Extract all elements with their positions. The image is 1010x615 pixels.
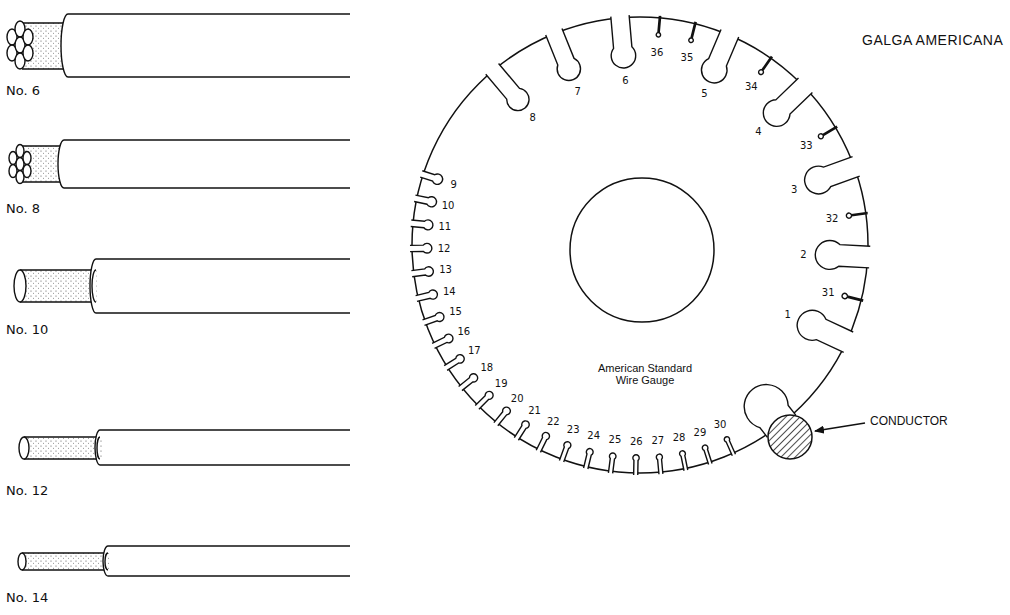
gauge-number: 20 [511, 392, 524, 403]
gauge-number: 36 [651, 46, 664, 57]
gauge-number: 15 [449, 306, 462, 317]
gauge-slot [608, 15, 637, 69]
gauge-number: 7 [575, 85, 581, 96]
gauge-slot [513, 419, 530, 441]
gauge-number: 24 [587, 430, 600, 441]
gauge-number: 32 [826, 213, 839, 224]
gauge-slot [422, 311, 445, 327]
gauge-slot [411, 218, 434, 230]
gauge-slot [414, 193, 438, 207]
gauge-slot [679, 450, 689, 471]
gauge-slot [431, 333, 454, 350]
gauge-number: 30 [714, 418, 727, 429]
gauge-number: 9 [450, 179, 456, 190]
gauge-slot [758, 55, 774, 75]
gauge-slot [688, 21, 698, 43]
solid-wire [18, 546, 350, 576]
gauge-number: 31 [822, 286, 835, 297]
leader-arrow [815, 423, 865, 431]
gauge-number: 6 [622, 74, 628, 85]
gauge-slot [535, 431, 551, 453]
gauge-slot [841, 293, 863, 303]
gauge-slot [723, 436, 736, 456]
conductor-section [768, 415, 812, 459]
gauge-number: 2 [800, 248, 806, 259]
gauge-number: 5 [701, 87, 707, 98]
wire-size-label: No. 8 [6, 202, 40, 216]
gauge-slot [702, 444, 713, 465]
gauge-number: 22 [547, 415, 560, 426]
gauge-number: 26 [630, 435, 643, 446]
wire-size-label: No. 10 [6, 323, 48, 337]
gauge-number: 27 [651, 435, 664, 446]
gauge-number: 1 [785, 308, 791, 319]
callout-label: CONDUCTOR [870, 415, 948, 428]
gauge-slot [410, 243, 432, 253]
wire-size-label: No. 14 [6, 591, 48, 605]
gauge-number: 10 [442, 200, 455, 211]
gauge-slot [846, 210, 868, 218]
stranded-wire [7, 14, 350, 77]
gauge-slot [758, 76, 815, 132]
gauge-slot [411, 266, 434, 278]
gauge-number: 3 [791, 183, 797, 194]
gauge-slot [484, 62, 534, 116]
gauge-slot [443, 353, 465, 372]
wire-size-label: No. 6 [6, 84, 40, 98]
gauge-slot [697, 28, 741, 87]
gauge-slot [633, 455, 640, 475]
gauge-slot [493, 406, 512, 427]
gauge-number: 14 [443, 285, 456, 296]
stranded-wire [9, 140, 350, 188]
gauge-number: 11 [439, 221, 452, 232]
gauge-number: 4 [755, 125, 761, 136]
gauge-slot [801, 153, 861, 198]
gauge-name: American Standard Wire Gauge [590, 362, 700, 386]
heading: GALGA AMERICANA [862, 33, 1003, 48]
gauge-slots [410, 15, 870, 475]
gauge-slot [474, 390, 495, 410]
wire-size-label: No. 12 [6, 484, 48, 498]
gauge-slot [792, 305, 855, 355]
gauge-number: 25 [609, 434, 622, 445]
gauge-number: 34 [745, 81, 758, 92]
gauge-number: 12 [438, 242, 451, 253]
gauge-slot [582, 448, 593, 469]
gauge-number: 35 [681, 51, 694, 62]
gauge-number: 28 [673, 432, 686, 443]
gauge-slot [815, 240, 871, 272]
gauge-number: 33 [800, 140, 813, 151]
gauge-number: 8 [530, 112, 536, 123]
gauge-number: 23 [567, 424, 580, 435]
gauge-number: 29 [694, 426, 707, 437]
gauge-slot [607, 453, 616, 474]
solid-wire [19, 430, 350, 465]
gauge-number: 17 [468, 344, 481, 355]
gauge-slot [656, 16, 662, 38]
gauge-slot [656, 454, 664, 475]
gauge-number: 19 [495, 378, 508, 389]
gauge-slot [415, 289, 438, 303]
wire-gauge [412, 17, 868, 473]
gauge-slot [543, 27, 584, 84]
gauge-number: 21 [528, 405, 541, 416]
gauge-slot [558, 441, 572, 463]
gauge-number: 18 [480, 362, 493, 373]
gauge-slot [420, 169, 444, 186]
gauge-number: 16 [458, 326, 471, 337]
gauge-slot [817, 124, 838, 139]
gauge-number: 13 [439, 264, 452, 275]
solid-wire [14, 259, 350, 313]
gauge-slot [458, 372, 480, 392]
